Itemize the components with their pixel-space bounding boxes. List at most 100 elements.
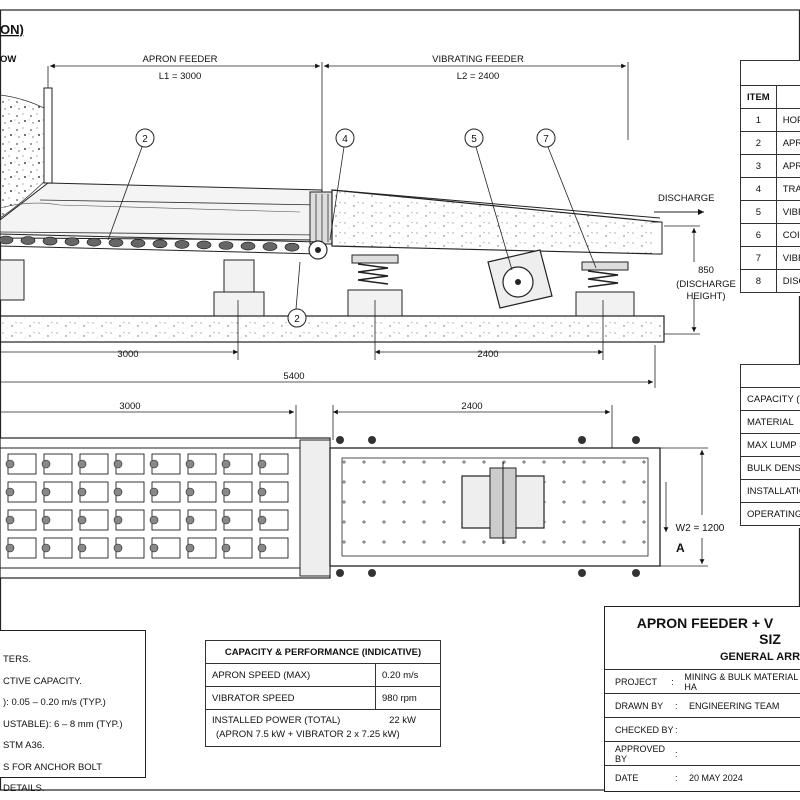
- design-row: CAPACITY (T: [740, 387, 800, 411]
- apron-length-label: L1 = 3000: [159, 71, 202, 82]
- note-line: ): 0.05 – 0.20 m/s (TYP.): [3, 697, 106, 708]
- discharge-height-value: 850: [698, 265, 714, 276]
- title-block: APRON FEEDER + V SIZ GENERAL ARR PROJECT…: [604, 606, 800, 792]
- item-row: 8DISCH: [740, 269, 800, 293]
- title-block-value: 20 MAY 2024: [689, 772, 743, 783]
- balloon-item-7: 7: [536, 128, 597, 269]
- item-row: 3APRO: [740, 154, 800, 178]
- perf-label-apron-speed: APRON SPEED (MAX): [205, 663, 376, 687]
- design-row: BULK DENS: [740, 456, 800, 480]
- title-block-key: PROJECT: [615, 676, 658, 687]
- title-block-row: CHECKED BY:: [605, 717, 800, 741]
- balloon-item-5: 5: [464, 128, 513, 271]
- note-line: USTABLE): 6 – 8 mm (TYP.): [3, 718, 123, 730]
- view-title: ON): [0, 22, 24, 37]
- svg-text:2: 2: [294, 314, 300, 325]
- balloon-item-2-top: 2: [107, 128, 155, 241]
- view-left-label: OW: [0, 54, 16, 65]
- item-description: APRO: [775, 131, 800, 155]
- item-number: 5: [740, 200, 777, 224]
- top-dimensions: [47, 62, 629, 190]
- item-row: 5VIBRA: [740, 200, 800, 224]
- perf-power-label: INSTALLED POWER (TOTAL): [212, 715, 341, 726]
- svg-text:2: 2: [142, 134, 148, 145]
- title-block-key: DRAWN BY: [615, 700, 664, 711]
- item-number: 6: [740, 223, 777, 247]
- discharge-height-note-1: (DISCHARGE: [676, 279, 736, 290]
- title-block-key: APPROVED BY: [615, 743, 666, 764]
- discharge-label: DISCHARGE: [658, 193, 714, 204]
- width-dimension: [660, 447, 708, 567]
- balloon-item-2-bottom: 2: [287, 261, 307, 328]
- title-block-row: PROJECT:MINING & BULK MATERIAL HA: [605, 669, 800, 693]
- items-table: ITEM 1HOPPI2APRO3APRO4TRAN5VIBRA6COIL7VI…: [740, 60, 800, 296]
- item-description: DISCH: [775, 269, 800, 293]
- title-block-key: DATE: [615, 772, 639, 783]
- total-dim-label: 5400: [283, 371, 304, 382]
- apron-feeder-plan: [0, 437, 331, 579]
- vibrator-motor: [487, 249, 553, 309]
- item-number: 3: [740, 154, 777, 178]
- perf-power-value: 22 kW: [389, 715, 416, 726]
- perf-value-apron-speed: 0.20 m/s: [375, 663, 441, 687]
- item-row: 6COIL: [740, 223, 800, 247]
- item-row: 1HOPPI: [740, 108, 800, 132]
- item-description: VIBRA: [775, 200, 800, 224]
- performance-table: CAPACITY & PERFORMANCE (INDICATIVE) APRO…: [205, 640, 441, 747]
- apron-feeder-label: APRON FEEDER: [143, 54, 218, 65]
- title-line-1: APRON FEEDER + V: [636, 615, 774, 631]
- title-block-value: ENGINEERING TEAM: [689, 700, 780, 711]
- title-line-2: SIZ: [759, 631, 781, 647]
- note-line: S FOR ANCHOR BOLT DETAILS.: [3, 761, 102, 795]
- performance-title: CAPACITY & PERFORMANCE (INDICATIVE): [205, 640, 441, 664]
- section-mark: A: [676, 541, 685, 555]
- design-label: MATERIAL: [740, 410, 800, 434]
- title-block-key: CHECKED BY: [615, 724, 674, 735]
- perf-value-vibrator-speed: 980 rpm: [375, 686, 441, 710]
- design-label: CAPACITY (T: [740, 387, 800, 411]
- vibrating-dim-label: 2400: [477, 349, 498, 360]
- apron-supports: [0, 259, 265, 317]
- items-header: ITEM: [740, 85, 777, 109]
- design-row: MAX LUMP S: [740, 433, 800, 457]
- item-description: COIL: [775, 223, 800, 247]
- discharge-height-dimension: [664, 225, 700, 335]
- plan-dimensions: [0, 405, 613, 450]
- item-number: 2: [740, 131, 777, 155]
- vibrating-length-label: L2 = 2400: [457, 71, 500, 82]
- perf-power-note: (APRON 7.5 kW + VIBRATOR 2 x 7.25 kW): [216, 729, 400, 740]
- apron-chain: [0, 235, 300, 252]
- item-number: 8: [740, 269, 777, 293]
- item-row: 4TRAN: [740, 177, 800, 201]
- note-line: STM A36.: [3, 740, 45, 751]
- discharge-height-note-2: HEIGHT): [686, 291, 725, 302]
- title-block-row: APPROVED BY:: [605, 741, 800, 765]
- item-number: 4: [740, 177, 777, 201]
- note-line: CTIVE CAPACITY.: [3, 675, 82, 687]
- perf-label-vibrator-speed: VIBRATOR SPEED: [205, 686, 376, 710]
- item-description: VIBRA: [775, 246, 800, 270]
- item-row: 7VIBRA: [740, 246, 800, 270]
- notes-box: TERS.CTIVE CAPACITY.): 0.05 – 0.20 m/s (…: [0, 630, 146, 794]
- plan-apron-dim: 3000: [119, 401, 140, 412]
- svg-text:4: 4: [342, 134, 348, 145]
- apron-dim-label: 3000: [117, 349, 138, 360]
- side-bottom-dimensions: [0, 300, 656, 388]
- design-label: BULK DENS: [740, 456, 800, 480]
- apron-feeder-side: [0, 182, 333, 245]
- design-row: OPERATING: [740, 502, 800, 526]
- item-number: 1: [740, 108, 777, 132]
- width-dim-label: W2 = 1200: [676, 523, 725, 534]
- design-label: OPERATING: [740, 502, 800, 526]
- item-description: HOPPI: [775, 108, 800, 132]
- item-number: 7: [740, 246, 777, 270]
- svg-text:5: 5: [471, 134, 477, 145]
- balloon-item-4: 4: [329, 128, 355, 241]
- title-block-value: MINING & BULK MATERIAL HA: [684, 671, 798, 692]
- spring-support-right: [575, 261, 635, 317]
- vibrating-feeder-label: VIBRATING FEEDER: [432, 54, 524, 65]
